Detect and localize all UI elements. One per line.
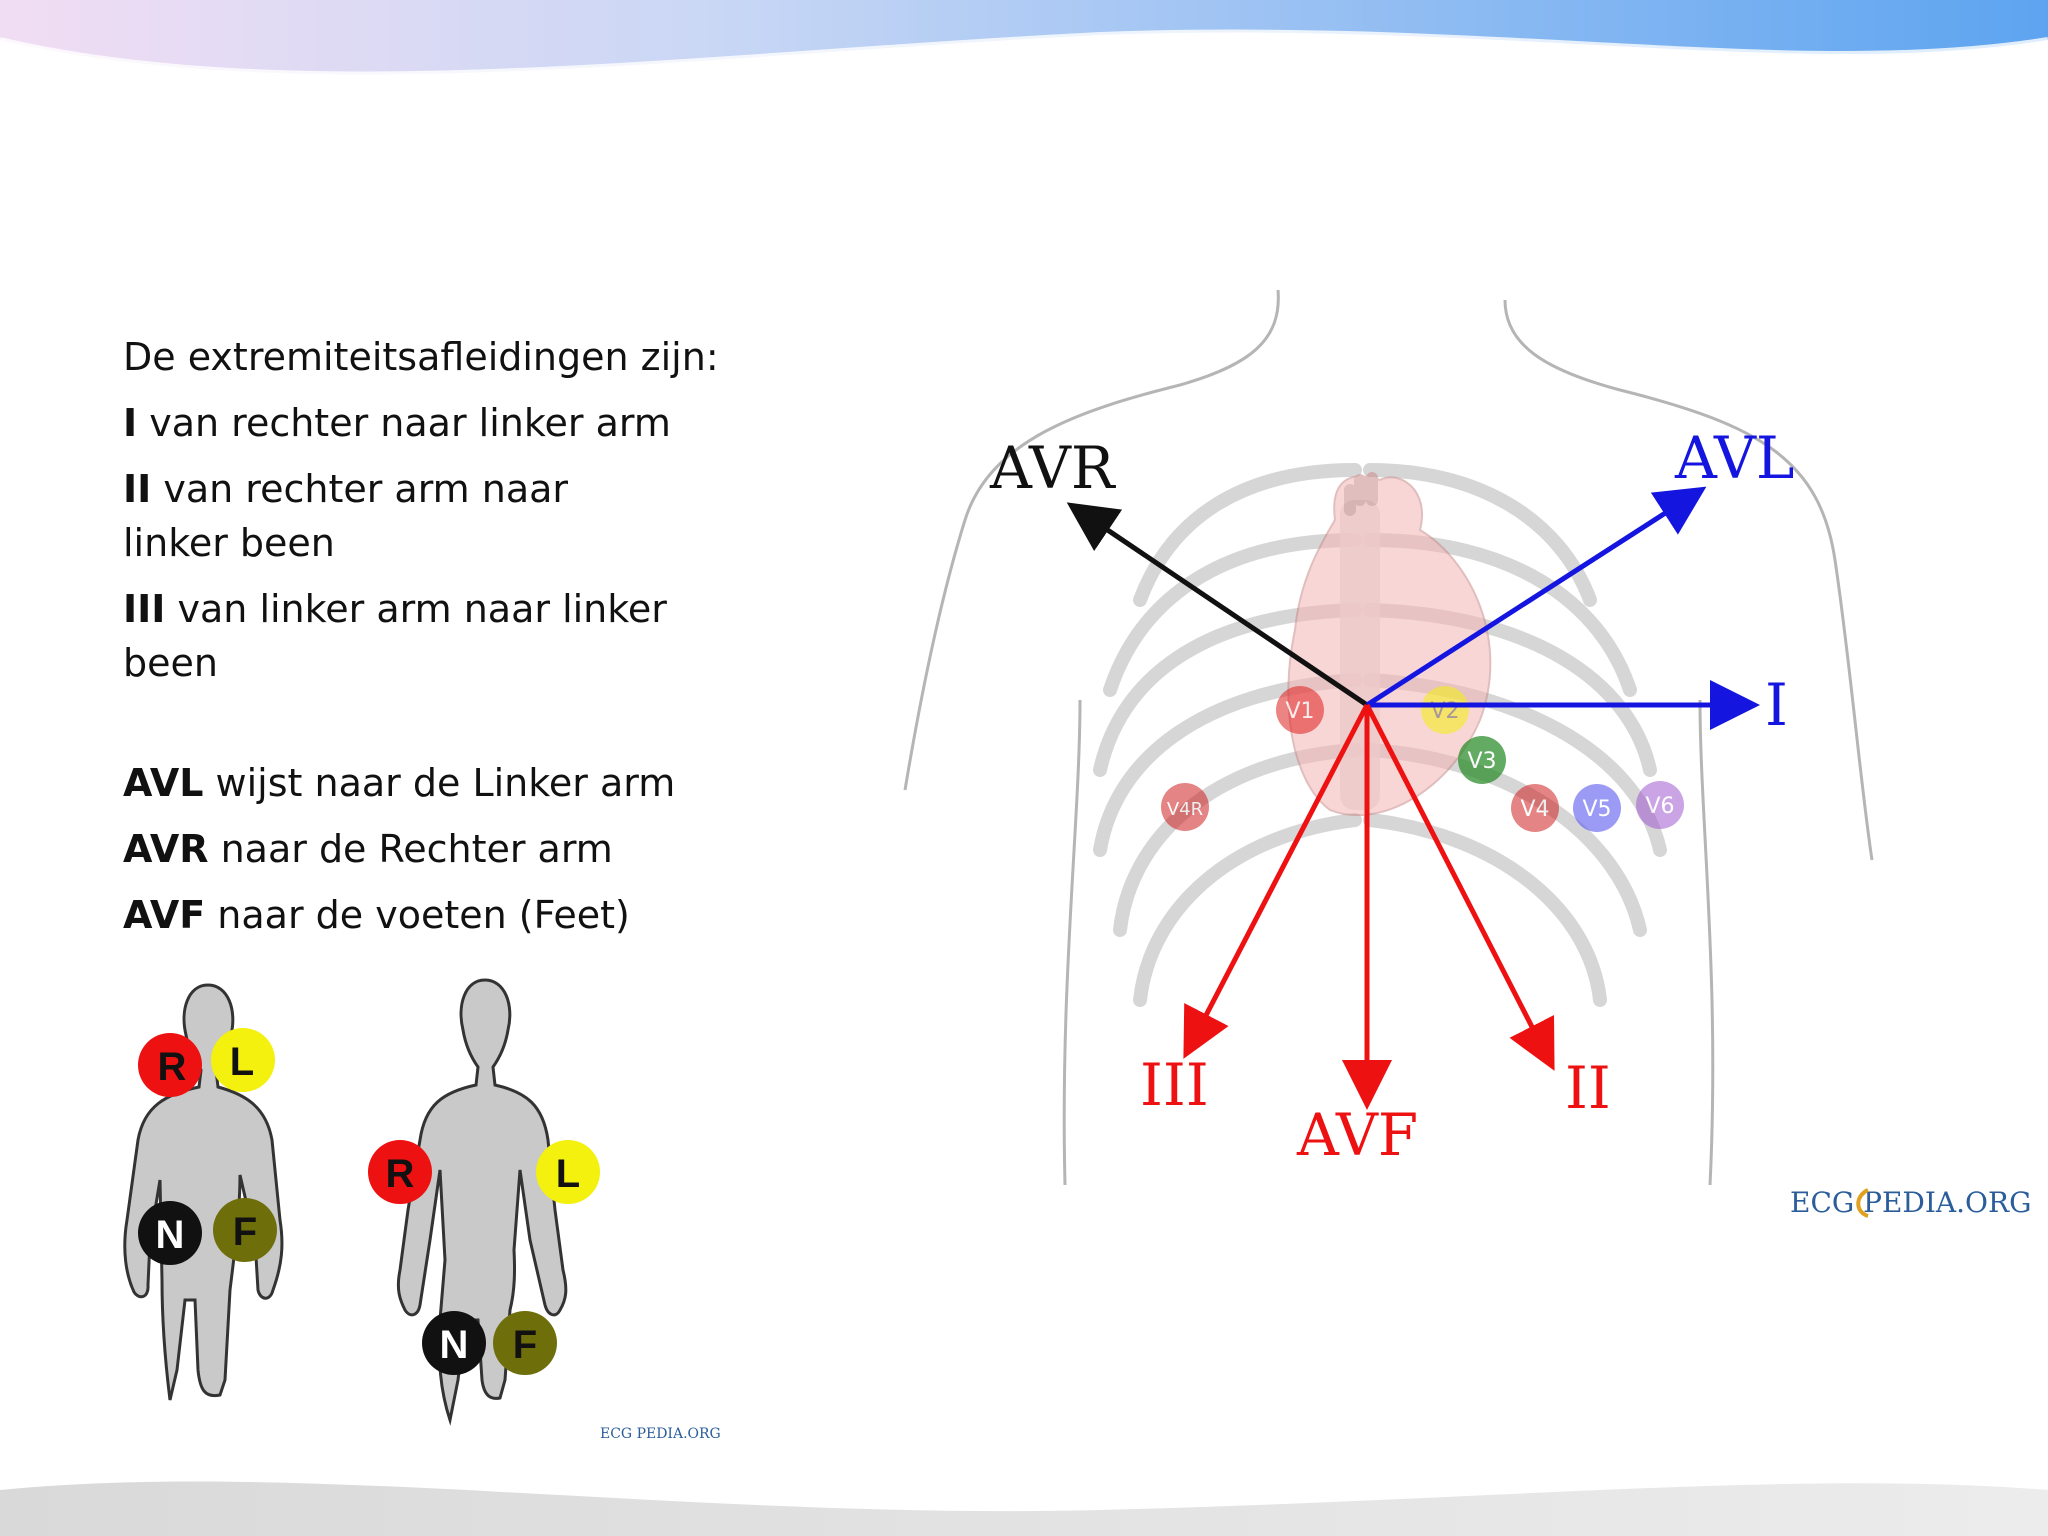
electrode-l-body2: L bbox=[536, 1140, 600, 1204]
lead-i-line: I van rechter naar linker arm bbox=[123, 401, 671, 445]
chest-electrodes: V1 V2 V3 V4R V4 V5 V6 bbox=[1161, 686, 1684, 832]
logo-swirl-icon bbox=[1856, 1188, 1870, 1218]
intro-line: De extremiteitsafleidingen zijn: bbox=[123, 335, 719, 379]
electrode-f-body2: F bbox=[493, 1311, 557, 1375]
electrode-v4: V4 bbox=[1511, 784, 1559, 832]
vector-avr bbox=[1066, 502, 1369, 708]
lead-description-text: De extremiteitsafleidingen zijn: I van r… bbox=[123, 330, 763, 954]
svg-text:V5: V5 bbox=[1582, 797, 1611, 822]
electrode-r-body2: R bbox=[368, 1140, 432, 1204]
electrode-v1: V1 bbox=[1276, 686, 1324, 734]
electrode-v5: V5 bbox=[1573, 784, 1621, 832]
lead-ii-line: II van rechter arm naar linker been bbox=[123, 467, 569, 565]
lead-iii-line: III van linker arm naar linker been bbox=[123, 587, 667, 685]
lead-vectors bbox=[1066, 486, 1760, 1110]
svg-text:R: R bbox=[158, 1045, 187, 1089]
label-avr: AVR bbox=[989, 434, 1117, 502]
label-iii: III bbox=[1140, 1051, 1209, 1119]
top-wave-highlight bbox=[0, 29, 2048, 78]
body-figure-1 bbox=[123, 983, 284, 1401]
svg-text:L: L bbox=[556, 1152, 580, 1196]
electrode-r-body1: R bbox=[138, 1033, 202, 1097]
svg-text:V1: V1 bbox=[1285, 699, 1314, 724]
electrode-n-body2: N bbox=[422, 1311, 486, 1375]
label-i: I bbox=[1765, 671, 1788, 739]
torso-outline bbox=[903, 289, 1874, 1186]
svg-text:V3: V3 bbox=[1467, 749, 1496, 774]
body-figure-2 bbox=[396, 978, 568, 1426]
vector-ii bbox=[1364, 703, 1555, 1071]
svg-text:F: F bbox=[233, 1210, 257, 1254]
label-avl: AVL bbox=[1674, 424, 1794, 492]
svg-text:N: N bbox=[156, 1213, 185, 1257]
electrode-v6: V6 bbox=[1636, 781, 1684, 829]
ecgpedia-logo-large: ECG PEDIA.ORG bbox=[1790, 1186, 2031, 1219]
avr-line: AVR naar de Rechter arm bbox=[123, 827, 613, 871]
svg-text:R: R bbox=[386, 1152, 415, 1196]
vector-avl bbox=[1365, 486, 1707, 708]
label-avf: AVF bbox=[1296, 1101, 1418, 1169]
electrode-l-body1: L bbox=[211, 1028, 275, 1092]
electrode-v4r: V4R bbox=[1161, 783, 1209, 831]
electrode-v3: V3 bbox=[1458, 736, 1506, 784]
vector-iii bbox=[1183, 703, 1370, 1059]
ecgpedia-logo-small: ECG PEDIA.ORG bbox=[600, 1426, 721, 1442]
avl-line: AVL wijst naar de Linker arm bbox=[123, 761, 676, 805]
label-ii: II bbox=[1565, 1054, 1611, 1122]
svg-text:F: F bbox=[513, 1323, 537, 1367]
bottom-wave bbox=[0, 1481, 2048, 1536]
electrode-f-body1: F bbox=[213, 1198, 277, 1262]
svg-text:V4: V4 bbox=[1520, 797, 1549, 822]
svg-text:L: L bbox=[230, 1040, 254, 1084]
avf-line: AVF naar de voeten (Feet) bbox=[123, 893, 630, 937]
svg-text:V6: V6 bbox=[1645, 794, 1674, 819]
svg-text:V4R: V4R bbox=[1167, 799, 1203, 820]
svg-text:N: N bbox=[440, 1323, 469, 1367]
electrode-n-body1: N bbox=[138, 1201, 202, 1265]
